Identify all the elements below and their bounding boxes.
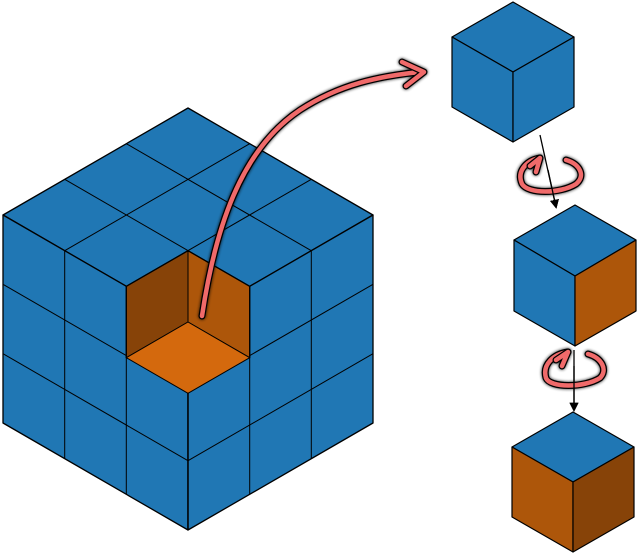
cube2-right-face xyxy=(574,239,637,347)
big-cube xyxy=(2,107,374,531)
small-cube-rotated-1 xyxy=(513,204,637,347)
rotation-arrow-2 xyxy=(541,348,607,412)
small-cube-rotated-2 xyxy=(511,411,635,553)
cube1-right-face xyxy=(512,36,575,143)
extract-arrow xyxy=(198,58,428,320)
cube3-right-face xyxy=(572,446,635,553)
hole-rim-edges xyxy=(125,250,251,530)
small-cube-extracted xyxy=(451,1,575,143)
rotation-arrow-1 xyxy=(517,134,585,209)
